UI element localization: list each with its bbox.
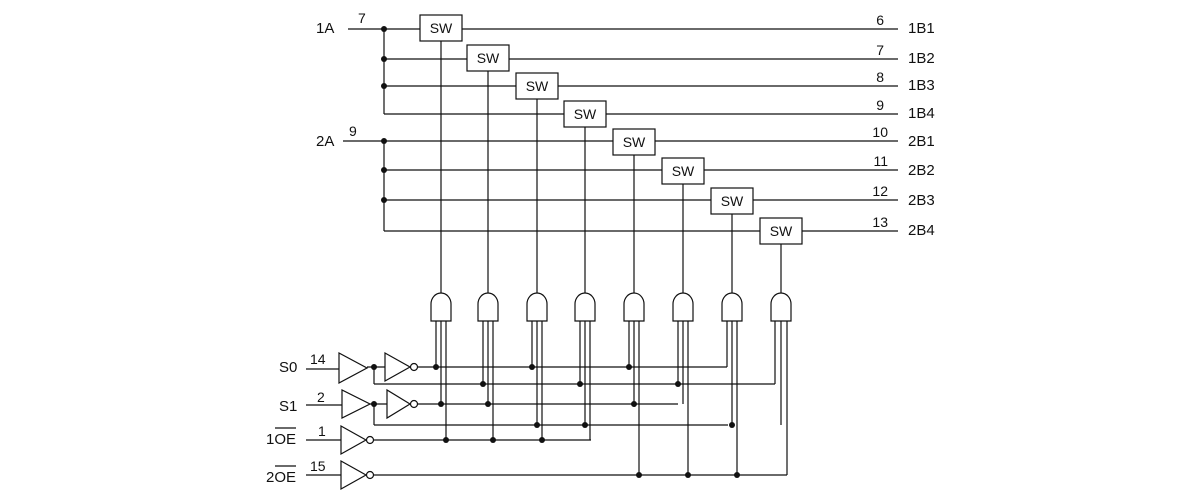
and-gate-6 [672, 292, 694, 322]
and-gate-1 [430, 292, 452, 322]
output-2b4-label: 2B4 [908, 222, 935, 239]
output-2b2-label: 2B2 [908, 162, 935, 179]
switch-5-label: SW [623, 134, 646, 150]
and-gate-5 [623, 292, 645, 322]
switch-1-label: SW [430, 20, 453, 36]
bus-wiring [343, 28, 898, 232]
switch-6: SW [661, 157, 705, 185]
output-2b3-pin: 12 [872, 183, 888, 199]
output-2b1-label: 2B1 [908, 133, 935, 150]
and-gate-7 [721, 292, 743, 322]
output-2b1-pin: 10 [872, 124, 888, 140]
switch-6-label: SW [672, 163, 695, 179]
switch-5: SW [612, 128, 656, 156]
output-1b1-pin: 6 [876, 12, 884, 28]
input-2a-label: 2A [316, 133, 334, 150]
control-s0-pin: 14 [310, 351, 326, 367]
and-gate-2 [477, 292, 499, 322]
switch-8: SW [759, 217, 803, 245]
output-2b2-pin: 11 [873, 153, 888, 169]
switch-enable-lines [440, 41, 782, 293]
switch-3-label: SW [526, 78, 549, 94]
control-2oe-label: 2OE [266, 469, 296, 486]
control-s1-label: S1 [279, 398, 297, 415]
and-gates [430, 292, 792, 322]
control-s0-label: S0 [279, 359, 297, 376]
output-1b3-pin: 8 [876, 69, 884, 85]
bus-junction-dots [381, 26, 387, 203]
control-2oe-pin: 15 [310, 458, 326, 474]
control-wiring [306, 366, 787, 476]
output-2b3-label: 2B3 [908, 192, 935, 209]
input-2a-pin: 9 [349, 123, 357, 139]
switch-7-label: SW [721, 193, 744, 209]
output-1b2-label: 1B2 [908, 50, 935, 67]
switch-7: SW [710, 187, 754, 215]
switch-3: SW [515, 72, 559, 100]
output-1b2-pin: 7 [876, 42, 884, 58]
control-s1-pin: 2 [317, 389, 325, 405]
s1-inverter [386, 388, 419, 420]
and-gate-inputs [435, 321, 788, 475]
output-1b3-label: 1B3 [908, 77, 935, 94]
switch-1: SW [419, 14, 463, 42]
switch-4: SW [563, 100, 607, 128]
output-1b4-label: 1B4 [908, 105, 935, 122]
s0-buffer [338, 351, 369, 385]
output-1b1-label: 1B1 [908, 20, 935, 37]
output-2b4-pin: 13 [872, 214, 888, 230]
and-gate-3 [526, 292, 548, 322]
switch-8-label: SW [770, 223, 793, 239]
and-gate-4 [574, 292, 596, 322]
s0-inverter [384, 351, 419, 383]
switch-4-label: SW [574, 106, 597, 122]
output-1b4-pin: 9 [876, 97, 884, 113]
output-labels: 6 1B1 7 1B2 8 1B3 9 1B4 10 2B1 11 2B2 12… [872, 12, 934, 239]
switch-2-label: SW [477, 50, 500, 66]
control-1oe-label: 1OE [266, 431, 296, 448]
input-1a-pin: 7 [358, 10, 366, 26]
s1-buffer [341, 389, 372, 419]
control-junction-dots [371, 364, 740, 478]
oe1-inverter [340, 424, 375, 456]
and-gate-8 [770, 292, 792, 322]
oe2-inverter [340, 459, 375, 491]
control-1oe-pin: 1 [318, 423, 326, 439]
switch-2: SW [466, 44, 510, 72]
input-1a-label: 1A [316, 20, 334, 37]
